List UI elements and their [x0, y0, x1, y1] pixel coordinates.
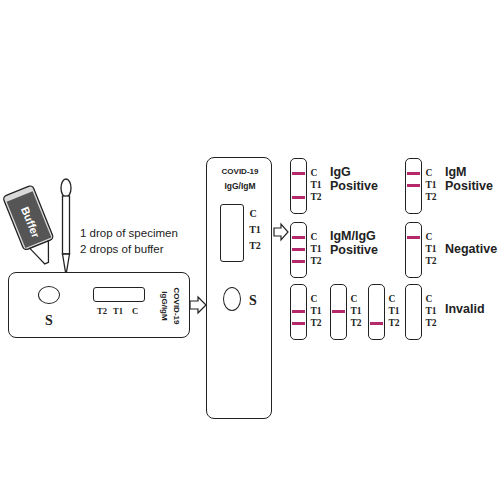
line-mark: T1 [425, 307, 436, 317]
strip-window [290, 158, 307, 214]
line-mark: T1 [425, 181, 436, 191]
line-mark: T1 [388, 307, 399, 317]
bottle-body [3, 185, 54, 251]
result-window [220, 204, 244, 262]
line-mark: T2 [425, 193, 436, 203]
bottle-nozzle [30, 241, 56, 267]
line-mark: C [249, 209, 256, 219]
cassette-text: IgG/IgM [224, 182, 255, 191]
test-line [292, 260, 305, 263]
line-mark: T2 [425, 319, 436, 329]
line-mark: C [426, 233, 433, 243]
test-line [407, 184, 420, 187]
result-strip: C T1T2 [368, 284, 404, 340]
line-mark: T1 [249, 225, 261, 235]
line-mark: T2 [310, 193, 321, 203]
cassette-text: COVID-19 [222, 168, 259, 176]
strip-window [405, 222, 422, 278]
flow-arrow [274, 224, 288, 240]
line-mark: T1 [350, 307, 361, 317]
test-line [407, 236, 420, 239]
line-mark: T2 [310, 257, 321, 267]
line-mark: C [389, 295, 396, 305]
line-mark: T2 [97, 307, 107, 316]
line-mark: C [311, 233, 318, 243]
line-mark: T2 [249, 241, 261, 251]
test-line [292, 172, 305, 175]
line-mark: C [351, 295, 358, 305]
line-mark: C [132, 307, 138, 316]
line-mark: T2 [388, 319, 399, 329]
flow-arrow [190, 297, 206, 313]
instruction-text: 2 drops of buffer [80, 243, 164, 256]
pipette [61, 179, 71, 272]
instruction-text: 1 drop of specimen [80, 227, 178, 240]
line-mark: T1 [310, 245, 321, 255]
line-mark: T1 [113, 307, 123, 316]
line-mark: T2 [425, 257, 436, 267]
test-line [292, 236, 305, 239]
line-mark: T1 [310, 181, 321, 191]
test-line [407, 172, 420, 175]
strip-window [405, 284, 422, 340]
test-line [292, 310, 305, 313]
result-strip: C T1T2 [405, 284, 441, 340]
test-line [292, 196, 305, 199]
sample-mark: S [45, 314, 53, 328]
result-strip: C T1T2 [405, 158, 441, 214]
line-mark: T2 [350, 319, 361, 329]
result-label: IgM/IgG Positive [330, 230, 392, 258]
result-strip: C T1T2 [330, 284, 366, 340]
result-strip: C T1T2 [290, 284, 326, 340]
line-mark: C [426, 169, 433, 179]
result-label: Invalid [445, 303, 485, 317]
line-mark: T1 [310, 307, 321, 317]
result-label: Negative [445, 243, 497, 257]
line-mark: C [426, 295, 433, 305]
line-mark: T2 [310, 319, 321, 329]
strip-window [368, 284, 385, 340]
bottle-label [7, 191, 52, 248]
sample-well [38, 286, 60, 304]
test-line [292, 322, 305, 325]
result-strip: C T1T2 [290, 222, 326, 278]
test-cassette: COVID-19IgG/IgM C T1T2S [206, 157, 272, 419]
sample-well [223, 287, 241, 311]
test-line [292, 248, 305, 251]
line-mark: T1 [425, 245, 436, 255]
sample-mark: S [249, 294, 257, 308]
line-mark: C [311, 295, 318, 305]
test-line [332, 310, 345, 313]
result-strip: C T1T2 [290, 158, 326, 214]
result-window [93, 287, 145, 302]
result-strip: C T1T2 [405, 222, 441, 278]
buffer-bottle: Buffer [0, 181, 66, 272]
test-line [370, 322, 383, 325]
test-cassette: S COVID-19 IgG/IgM C T1 T2 [8, 272, 190, 338]
line-mark: C [311, 169, 318, 179]
result-label: IgM Positive [445, 166, 499, 194]
cassette-text: IgG/IgM [160, 291, 168, 320]
result-label: IgG Positive [330, 166, 392, 194]
cassette-text: COVID-19 [172, 288, 180, 325]
